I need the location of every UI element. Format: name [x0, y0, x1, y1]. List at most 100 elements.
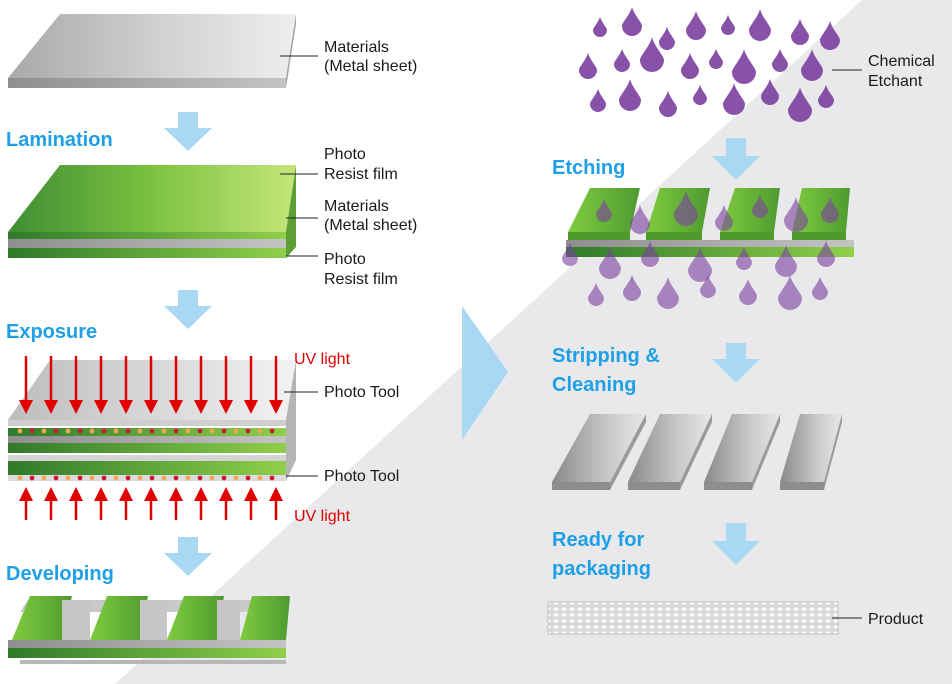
uv-arrow-icon [194, 356, 208, 414]
etchant-drop-icon [622, 7, 642, 36]
step-developing: Developing [6, 563, 114, 585]
label-materials: Materials [324, 198, 389, 215]
etchant-drop-icon [784, 197, 808, 232]
uv-arrow-icon [169, 356, 183, 414]
flow-arrow-icon [712, 343, 760, 383]
etchant-drop-icon [775, 245, 797, 277]
etchant-drop-icon [820, 21, 840, 50]
uv-arrow-icon [194, 487, 208, 520]
uv-arrow-icon [19, 356, 33, 414]
flow-arrow-icon [164, 112, 212, 151]
label-photo: Photo [324, 146, 366, 163]
etchant-drop-icon [593, 16, 607, 37]
step-cleaning: Cleaning [552, 374, 636, 396]
step-stripping: Stripping & [552, 345, 660, 367]
uv-arrow-icon [44, 356, 58, 414]
uv-arrow-icon [69, 356, 83, 414]
label-uv-light-top: UV light [294, 351, 351, 368]
step-lamination: Lamination [6, 129, 113, 151]
stripped-metal-strips [552, 414, 842, 490]
uv-arrow-icon [219, 356, 233, 414]
etchant-drop-icon [693, 84, 707, 105]
etchant-drop-icon [596, 198, 612, 222]
etchant-drop-icon [588, 282, 604, 306]
label-product: Product [868, 611, 924, 628]
etchant-drop-icon [818, 84, 834, 108]
etchant-drop-icon [619, 79, 641, 111]
uv-arrow-icon [94, 487, 108, 520]
uv-arrows-bottom [19, 487, 283, 520]
etchant-drop-icon [715, 204, 733, 231]
laminated-sheet [8, 165, 296, 258]
uv-arrow-icon [144, 487, 158, 520]
uv-arrow-icon [119, 356, 133, 414]
flow-arrow-icon [462, 306, 508, 440]
flow-arrow-icon [164, 537, 212, 576]
etchant-drop-icon [623, 274, 641, 301]
uv-arrow-icon [169, 487, 183, 520]
flow-arrow-icon [712, 523, 760, 565]
etchant-drop-icon [630, 205, 650, 234]
etchant-drop-icon [801, 49, 823, 81]
etchant-drop-icon [688, 247, 712, 282]
label-metal-sheet: (Metal sheet) [324, 58, 417, 75]
etchant-drops-etching [562, 191, 839, 310]
label-resist-film: Resist film [324, 271, 398, 288]
etchant-drop-icon [732, 49, 756, 84]
etchant-drop-icon [761, 78, 779, 105]
uv-arrow-icon [94, 356, 108, 414]
uv-arrow-icon [44, 487, 58, 520]
label-chemical: Chemical [868, 53, 935, 70]
etchant-drop-icon [659, 90, 677, 117]
uv-arrow-icon [269, 487, 283, 520]
etchant-drop-icon [752, 194, 768, 218]
step-etching: Etching [552, 157, 625, 179]
etchant-drop-icon [599, 247, 621, 279]
etchant-drop-icon [590, 88, 606, 112]
etchant-drop-icon [657, 277, 679, 309]
uv-arrow-icon [19, 487, 33, 520]
uv-arrow-icon [119, 487, 133, 520]
etchant-drop-icon [681, 52, 699, 79]
uv-arrow-icon [144, 356, 158, 414]
etchant-drop-icon [721, 14, 735, 35]
etchant-drops-top [579, 7, 840, 122]
step-exposure: Exposure [6, 321, 97, 343]
uv-arrow-icon [219, 487, 233, 520]
uv-arrow-icon [269, 356, 283, 414]
etchant-drop-icon [788, 87, 812, 122]
label-metal-sheet: (Metal sheet) [324, 217, 417, 234]
etchant-drop-icon [817, 240, 835, 267]
label-etchant: Etchant [868, 73, 923, 90]
uv-arrow-icon [244, 487, 258, 520]
label-resist-film: Resist film [324, 166, 398, 183]
etchant-drop-icon [739, 278, 757, 305]
etchant-drop-icon [579, 52, 597, 79]
uv-arrow-icon [69, 487, 83, 520]
etchant-drop-icon [821, 196, 839, 223]
etchant-drop-icon [709, 48, 723, 69]
uv-arrow-icon [244, 356, 258, 414]
step-ready-for: Ready for [552, 529, 644, 551]
etchant-drop-icon [614, 48, 630, 72]
etchant-drop-icon [640, 37, 664, 72]
etchant-drop-icon [659, 26, 675, 50]
product-mesh [547, 601, 839, 635]
label-photo: Photo [324, 251, 366, 268]
flow-arrow-icon [712, 138, 760, 180]
step-packaging: packaging [552, 558, 651, 580]
etchant-drop-icon [772, 48, 788, 72]
metal-sheet-top [8, 14, 296, 88]
etchant-drop-icon [686, 11, 706, 40]
label-materials: Materials [324, 39, 389, 56]
etchant-drop-icon [641, 240, 659, 267]
etchant-drop-icon [674, 191, 698, 226]
etchant-drop-icon [749, 9, 771, 41]
etchant-drop-icon [723, 83, 745, 115]
label-uv-light-bottom: UV light [294, 508, 351, 525]
etchant-drop-icon [700, 274, 716, 298]
etchant-drop-icon [778, 275, 802, 310]
label-photo-tool-bottom: Photo Tool [324, 468, 399, 485]
uv-arrows-top [19, 356, 283, 414]
